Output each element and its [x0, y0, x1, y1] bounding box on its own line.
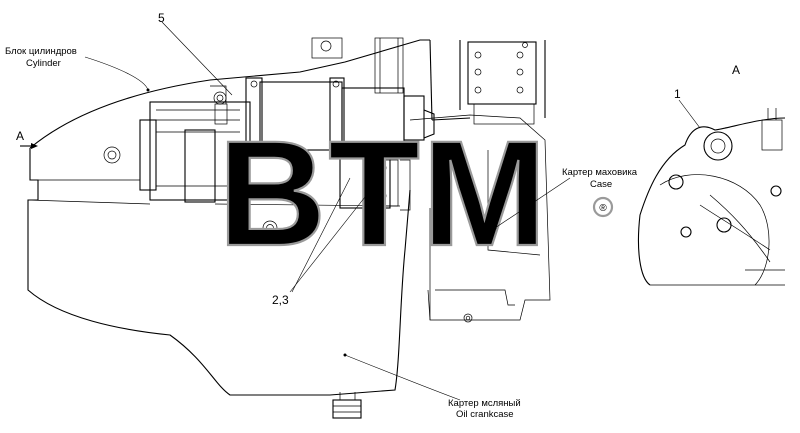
mounting-flange — [467, 41, 537, 105]
view-a-title: A — [732, 63, 740, 77]
labels: Блок цилиндров Cylinder Картер маховика … — [5, 11, 740, 420]
cylinder-block-label-ru: Блок цилиндров — [5, 46, 77, 57]
flywheel-case-label-en: Case — [590, 179, 612, 190]
leader-lines — [20, 21, 701, 401]
watermark: BTM ® — [217, 108, 614, 278]
engine-housing-outline — [27, 37, 551, 419]
callout-item-5: 5 — [158, 11, 165, 25]
view-arrow-label: A — [16, 129, 24, 143]
drain-plug — [332, 399, 362, 419]
flywheel-case-label-ru: Картер маховика — [562, 167, 638, 178]
oil-crankcase-label-en: Oil crankcase — [456, 409, 514, 420]
starter-motor — [139, 77, 435, 211]
callout-item-1: 1 — [674, 87, 681, 101]
watermark-text: BTM — [218, 109, 549, 277]
cylinder-block-label-en: Cylinder — [26, 58, 61, 69]
callout-item-2-3: 2,3 — [272, 293, 289, 307]
watermark-registered-mark: ® — [599, 203, 607, 214]
oil-crankcase-label-ru: Картер мсляный — [448, 398, 521, 409]
view-a-detail — [637, 108, 786, 286]
